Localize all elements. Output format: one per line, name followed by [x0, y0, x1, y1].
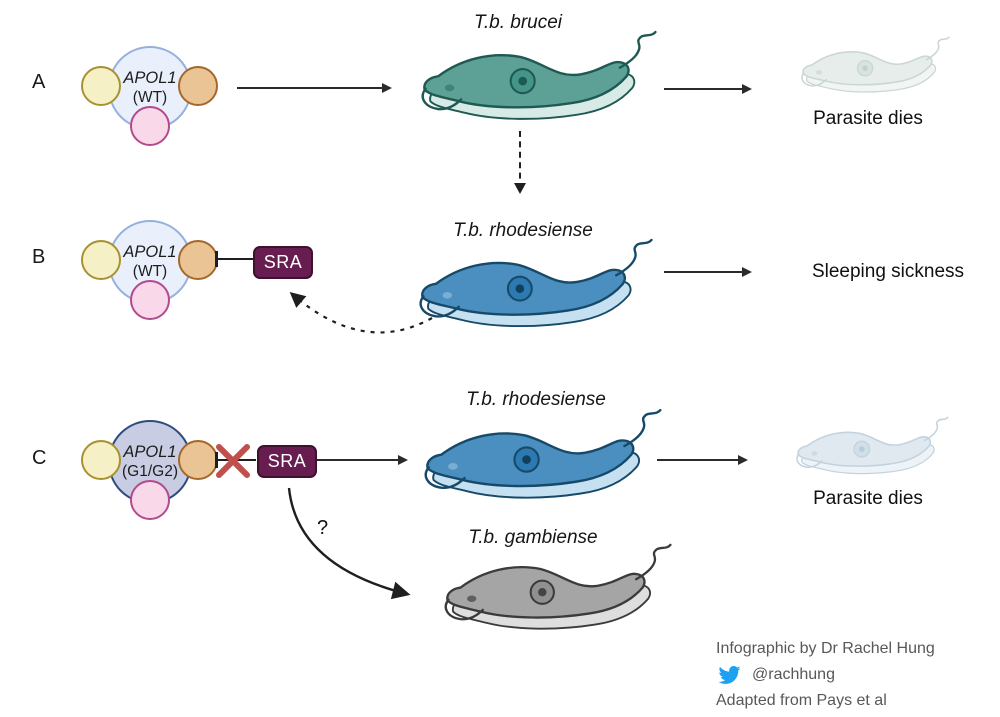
- sra-box-c: SRA: [257, 445, 317, 478]
- inhibition-tbar-c: [215, 452, 218, 468]
- row-label-b: B: [32, 246, 46, 268]
- outcome-label-b: Sleeping sickness: [811, 261, 965, 282]
- subunit-yellow: [81, 440, 121, 480]
- apol1-variant-label: (WT): [132, 263, 168, 280]
- sra-label: SRA: [267, 451, 307, 471]
- outcome-label-c: Parasite dies: [813, 488, 923, 509]
- species-title-brucei: T.b. brucei: [473, 12, 562, 33]
- dashed-curve-rhodesiense-to-sra: [289, 291, 433, 334]
- sra-label: SRA: [263, 252, 303, 272]
- apol1-variant-label: (WT): [132, 89, 168, 106]
- parasite-gambiense: [438, 543, 680, 647]
- apol1-wt-complex-a: APOL1 (WT): [81, 46, 218, 188]
- species-title-rhodesiense-b: T.b. rhodesiense: [453, 220, 593, 241]
- apol1-variant-label: (G1/G2): [122, 463, 178, 480]
- species-title-gambiense: T.b. gambiense: [468, 527, 598, 548]
- subunit-yellow: [81, 66, 121, 106]
- inhibition-tbar-b: [215, 251, 218, 267]
- parasite-dead-faded-a: [797, 36, 955, 104]
- dashed-arrow-brucei-to-rhodesiense: [514, 131, 526, 194]
- subunit-orange: [178, 240, 218, 280]
- apol1-gene-label: APOL1: [123, 69, 177, 87]
- apol1-gene-label: APOL1: [123, 443, 177, 461]
- parasite-rhodesiense-c: [418, 408, 670, 517]
- arrow-brucei-to-dead: [664, 83, 752, 94]
- twitter-icon: [718, 666, 741, 684]
- subunit-yellow: [81, 240, 121, 280]
- species-title-rhodesiense-c: T.b. rhodesiense: [466, 389, 606, 410]
- subunit-orange: [178, 66, 218, 106]
- parasite-dead-faded-c: [792, 416, 954, 486]
- credit-author: Infographic by Dr Rachel Hung: [716, 640, 935, 657]
- subunit-pink: [130, 106, 170, 146]
- inhibition-line-b: [218, 258, 253, 260]
- row-label-a: A: [32, 71, 46, 93]
- credit-source: Adapted from Pays et al: [716, 692, 887, 709]
- curve-sra-to-gambiense: [287, 487, 411, 600]
- question-mark-label: ?: [317, 517, 329, 539]
- arrow-complex-to-brucei: [237, 82, 392, 93]
- row-label-c: C: [32, 447, 47, 469]
- outcome-label-a: Parasite dies: [813, 108, 923, 129]
- apol1-gene-label: APOL1: [123, 243, 177, 261]
- arrow-rhodesiense-to-sickness: [664, 266, 752, 277]
- parasite-rhodesiense-b: [413, 238, 661, 345]
- subunit-pink: [130, 480, 170, 520]
- sra-box-b: SRA: [253, 246, 313, 279]
- subunit-pink: [130, 280, 170, 320]
- apol1-wt-complex-b: APOL1 (WT): [81, 220, 218, 362]
- subunit-orange: [178, 440, 218, 480]
- arrow-sra-to-rhodesiense: [317, 454, 408, 465]
- apol1-circle: APOL1 (WT): [108, 220, 192, 304]
- blocked-x-icon: [216, 444, 250, 478]
- credits-block: Infographic by Dr Rachel Hung @rachhung …: [716, 636, 986, 714]
- credit-twitter-handle: @rachhung: [752, 666, 835, 683]
- parasite-brucei: [415, 30, 665, 138]
- apol1-mutant-complex-c: APOL1 (G1/G2): [81, 420, 218, 562]
- arrow-rhodesiense-to-dead: [657, 454, 748, 465]
